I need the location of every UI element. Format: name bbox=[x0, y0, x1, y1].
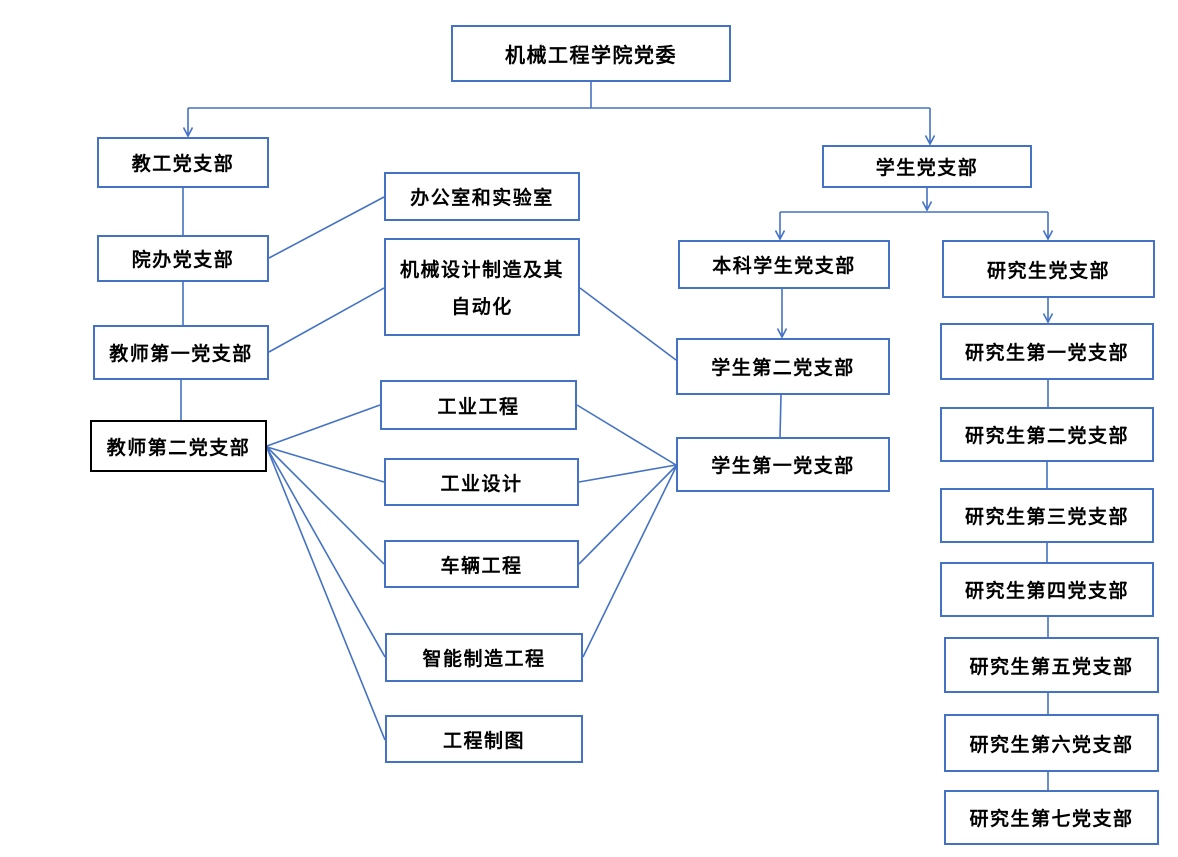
edge-office-lab bbox=[268, 196, 385, 259]
node-graduate-branch: 研究生党支部 bbox=[942, 240, 1155, 298]
node-g4-label: 研究生第四党支部 bbox=[964, 581, 1129, 602]
node-teacher2-label: 教师第二党支部 bbox=[106, 437, 251, 459]
node-grad-label: 研究生党支部 bbox=[986, 260, 1110, 282]
node-graduate3-branch: 研究生第三党支部 bbox=[940, 488, 1154, 543]
edge-teacher2-ie bbox=[266, 404, 381, 447]
node-undergrad-branch: 本科学生党支部 bbox=[678, 240, 890, 289]
node-graduate2-branch: 研究生第二党支部 bbox=[940, 407, 1154, 462]
edge-teacher1-mech bbox=[268, 287, 385, 353]
node-office-lab: 办公室和实验室 bbox=[384, 172, 580, 221]
node-student-branch: 学生党支部 bbox=[822, 145, 1032, 188]
edge-mech-s2 bbox=[579, 287, 677, 361]
node-s2-label: 学生第二党支部 bbox=[711, 358, 855, 379]
node-mech-design: 机械设计制造及其 自动化 bbox=[384, 238, 580, 336]
node-vehicle-label: 车辆工程 bbox=[440, 555, 523, 577]
node-s1-label: 学生第一党支部 bbox=[711, 456, 855, 477]
node-office-label: 院办党支部 bbox=[131, 250, 235, 271]
node-draw-label: 工程制图 bbox=[442, 730, 525, 752]
node-graduate7-branch: 研究生第七党支部 bbox=[944, 790, 1159, 845]
node-g5-label: 研究生第五党支部 bbox=[969, 656, 1134, 678]
node-g6-label: 研究生第六党支部 bbox=[969, 734, 1134, 756]
node-mech-label-line2: 自动化 bbox=[451, 296, 513, 318]
edge-teacher2-vehicle bbox=[266, 446, 385, 565]
node-committee-label: 机械工程学院党委 bbox=[505, 45, 677, 67]
node-lab-label: 办公室和实验室 bbox=[410, 188, 554, 209]
node-ie-label: 工业工程 bbox=[437, 396, 520, 418]
node-graduate6-branch: 研究生第六党支部 bbox=[944, 714, 1159, 772]
edge-vehicle-s1 bbox=[578, 465, 677, 565]
node-g7-label: 研究生第七党支部 bbox=[969, 809, 1134, 830]
edge-im-s1 bbox=[582, 466, 677, 658]
edge-teacher2-id bbox=[266, 446, 385, 483]
node-g2-label: 研究生第二党支部 bbox=[964, 426, 1129, 447]
node-student-label: 学生党支部 bbox=[875, 158, 979, 179]
node-ug-label: 本科学生党支部 bbox=[712, 256, 856, 277]
node-industrial-design: 工业设计 bbox=[384, 458, 579, 506]
node-student2-branch: 学生第二党支部 bbox=[676, 338, 890, 395]
node-industrial-engineering: 工业工程 bbox=[380, 380, 577, 430]
edge-teacher2-draw bbox=[266, 447, 386, 741]
node-graduate4-branch: 研究生第四党支部 bbox=[940, 562, 1154, 617]
node-id-label: 工业设计 bbox=[440, 473, 523, 495]
node-committee: 机械工程学院党委 bbox=[451, 25, 731, 82]
node-student1-branch: 学生第一党支部 bbox=[676, 437, 890, 492]
edge-teacher2-im bbox=[266, 447, 386, 658]
node-teacher2-branch: 教师第二党支部 bbox=[90, 420, 267, 472]
edge-ie-s1 bbox=[576, 404, 677, 466]
node-faculty-label: 教工党支部 bbox=[131, 154, 235, 175]
node-engineering-drawing: 工程制图 bbox=[385, 715, 583, 763]
node-g3-label: 研究生第三党支部 bbox=[964, 507, 1129, 528]
node-teacher1-branch: 教师第一党支部 bbox=[93, 325, 269, 380]
node-intelligent-manufacturing: 智能制造工程 bbox=[385, 633, 583, 682]
node-graduate5-branch: 研究生第五党支部 bbox=[944, 637, 1159, 693]
node-graduate1-branch: 研究生第一党支部 bbox=[940, 323, 1154, 380]
edge-s2-s1 bbox=[779, 394, 782, 438]
node-vehicle-engineering: 车辆工程 bbox=[384, 540, 579, 588]
node-office-branch: 院办党支部 bbox=[97, 235, 269, 282]
node-im-label: 智能制造工程 bbox=[422, 649, 546, 670]
node-mech-label-line1: 机械设计制造及其 bbox=[399, 260, 564, 282]
node-faculty-branch: 教工党支部 bbox=[97, 137, 269, 188]
edge-id-s1 bbox=[578, 464, 677, 483]
node-g1-label: 研究生第一党支部 bbox=[964, 343, 1129, 364]
node-teacher1-label: 教师第一党支部 bbox=[109, 344, 253, 365]
